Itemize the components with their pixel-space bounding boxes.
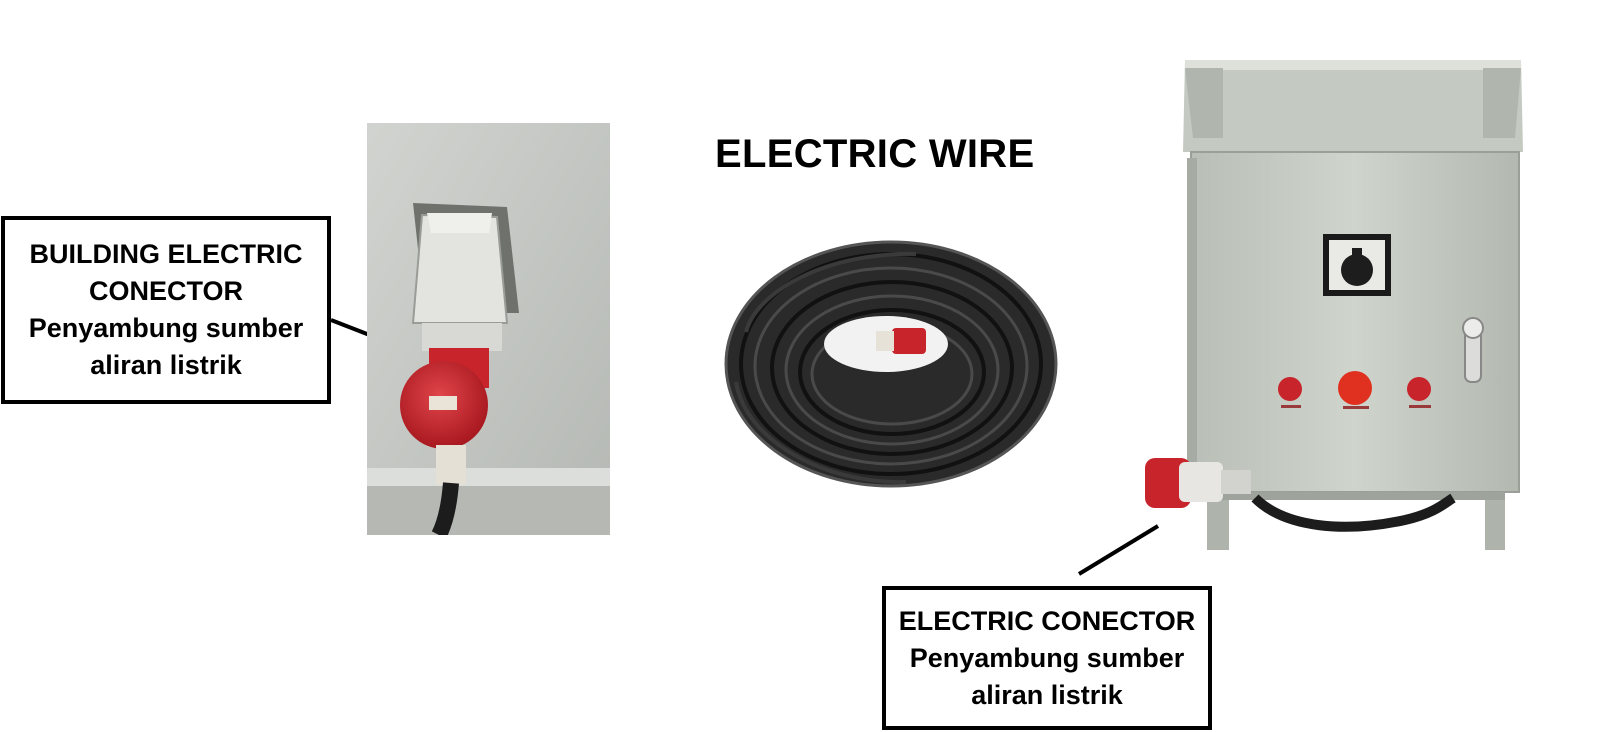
callout-line: CONECTOR: [88, 276, 243, 306]
callout-line: aliran listrik: [90, 350, 242, 380]
electric-connector-callout: ELECTRIC CONECTOR Penyambung sumber alir…: [882, 586, 1212, 730]
cable-coil-icon: [724, 240, 1058, 488]
callout-line: ELECTRIC CONECTOR: [898, 605, 1196, 636]
wall-socket-icon: [367, 123, 610, 535]
control-panel-icon: [1145, 60, 1523, 550]
leader-line-electric: [1077, 524, 1160, 576]
callout-line: BUILDING ELECTRIC: [29, 239, 303, 269]
callout-line: Penyambung sumber: [909, 642, 1185, 673]
callout-line: Penyambung sumber: [28, 313, 304, 343]
callout-line: aliran listrik: [971, 679, 1123, 710]
building-connector-callout: BUILDING ELECTRIC CONECTOR Penyambung su…: [1, 216, 331, 404]
electric-wire-title: ELECTRIC WIRE: [715, 132, 1035, 176]
